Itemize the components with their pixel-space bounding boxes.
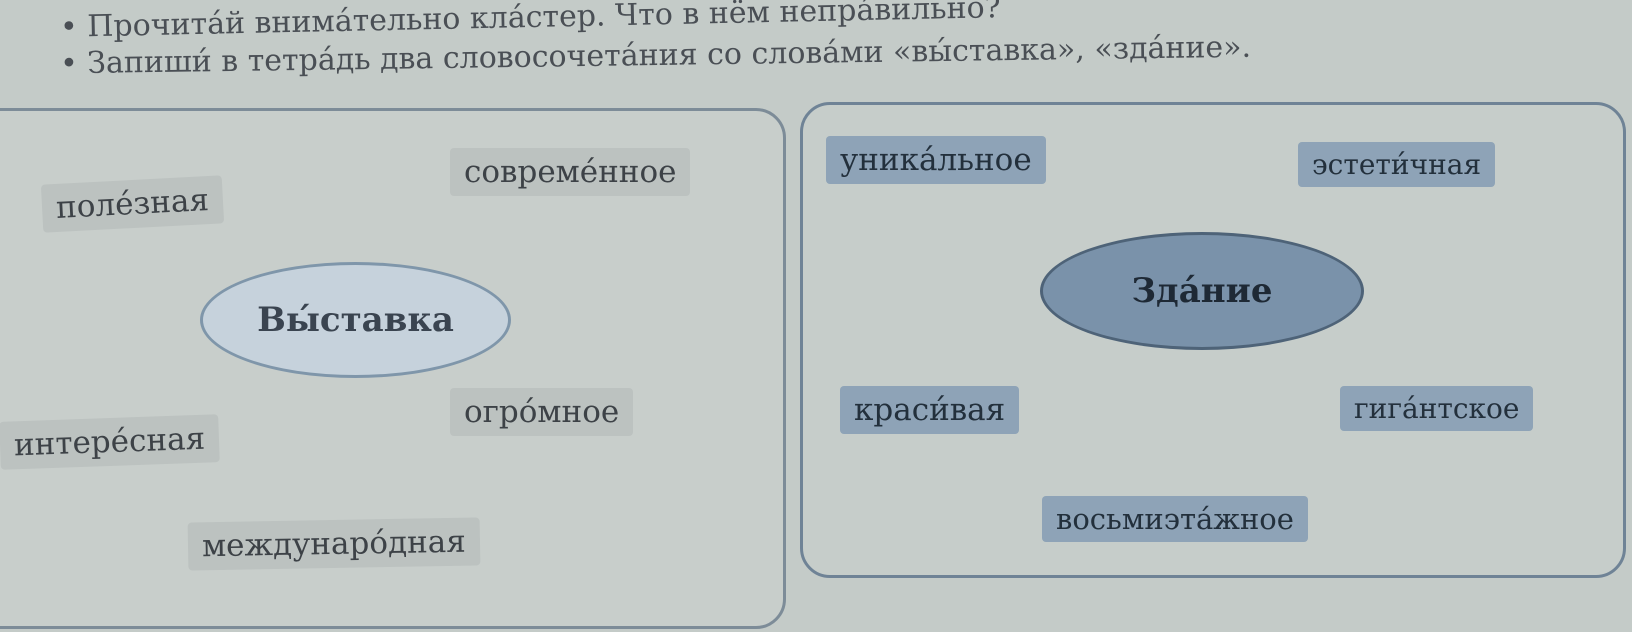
word-label: интере́сная bbox=[0, 414, 220, 470]
word-label: эстети́чная bbox=[1298, 142, 1496, 187]
word-label: гига́нтское bbox=[1340, 386, 1534, 431]
cluster-center-exhibition: Вы́ставка bbox=[200, 262, 511, 378]
cluster-center-building: Зда́ние bbox=[1040, 232, 1364, 350]
word-label: уника́льное bbox=[826, 136, 1046, 184]
word-label: междунаро́дная bbox=[187, 517, 481, 571]
word-label: совреме́нное bbox=[450, 148, 691, 196]
word-label: краси́вая bbox=[840, 386, 1020, 434]
word-label: поле́зная bbox=[40, 175, 225, 233]
word-label: огро́мное bbox=[450, 388, 634, 436]
word-label: восьмиэта́жное bbox=[1042, 496, 1308, 542]
